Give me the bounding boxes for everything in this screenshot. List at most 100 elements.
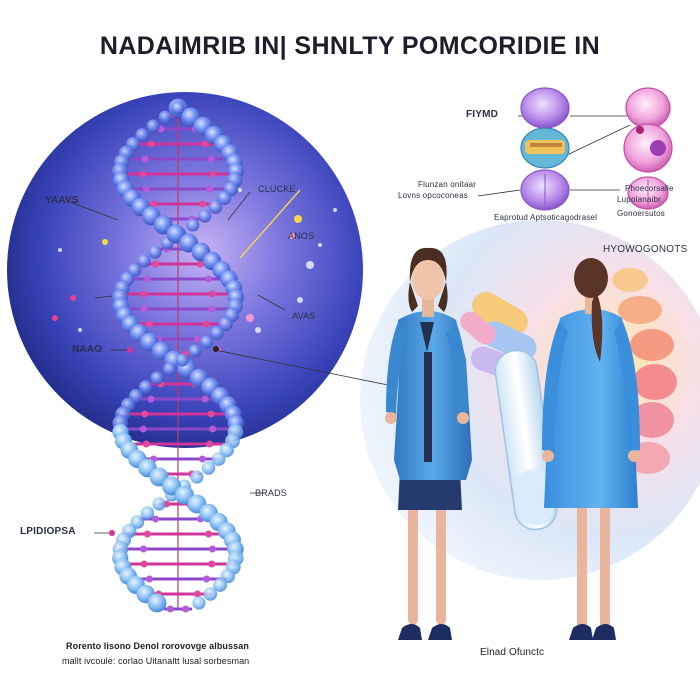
helix-base	[209, 425, 217, 433]
helix-backbone-bead	[146, 119, 160, 133]
leader-lines	[69, 115, 631, 534]
helix-base	[207, 410, 215, 418]
helix-base	[139, 425, 147, 433]
helix-base	[193, 590, 201, 598]
helix-backbone-bead	[135, 128, 150, 142]
helix-backbone-bead	[148, 245, 162, 259]
helix-base	[206, 185, 214, 193]
helix-base	[142, 185, 150, 193]
helix-base	[147, 140, 155, 148]
helix-base	[166, 605, 174, 613]
cell-sub-left-1: Flunzan onitaar	[418, 180, 477, 189]
helix-base	[140, 305, 148, 313]
helix-base	[201, 395, 209, 403]
helix-backbone-bead	[152, 497, 166, 511]
dna-label-bottom-right-minor: BRADS	[255, 488, 288, 498]
helix-base	[139, 290, 147, 298]
helix-base	[150, 200, 158, 208]
helix-base	[143, 530, 151, 538]
helix-backbone-bead	[147, 593, 167, 613]
left-background-sphere	[7, 92, 363, 448]
helix-backbone-bead	[211, 452, 226, 466]
helix-base	[207, 155, 215, 163]
helix-base	[140, 560, 148, 568]
helix-backbone-bead	[138, 380, 153, 394]
helix-base	[201, 140, 209, 148]
helix-backbone-bead	[219, 442, 234, 458]
helix-base	[203, 320, 211, 328]
helix-backbone-bead	[192, 596, 206, 610]
helix-backbone-bead	[175, 353, 189, 367]
woman-front	[385, 247, 472, 640]
helix-base	[209, 290, 217, 298]
helix-backbone-bead	[208, 200, 223, 214]
helix-backbone-bead	[158, 110, 172, 124]
helix-backbone-bead	[186, 218, 200, 232]
dna-helix	[112, 98, 245, 613]
helix-base	[143, 275, 151, 283]
dna-label-lower-right: AVAS	[292, 311, 316, 321]
cell-sub-right-1: Phoecorsalle	[625, 184, 674, 193]
cell-sub-left-2: Lovns opcoconeas	[398, 191, 468, 200]
helix-base	[147, 395, 155, 403]
helix-base	[205, 275, 213, 283]
helix-base	[206, 440, 214, 448]
helix-backbone-bead	[130, 515, 145, 529]
cell-sub-right-3: Gonoersutos	[617, 209, 666, 218]
dna-label-top-left: YAAVS	[45, 195, 79, 206]
helix-base	[208, 560, 216, 568]
helix-base	[198, 200, 206, 208]
helix-base	[209, 545, 217, 553]
helix-backbone-bead	[162, 362, 176, 376]
cell-diagram-right	[623, 87, 673, 210]
cell-bottom-caption: Eaprotud Aptsoticagodrasel	[494, 213, 598, 222]
helix-base	[196, 260, 204, 268]
helix-base	[198, 455, 206, 463]
caption-bottom-left-1: Rorento lisono Denol rorovovge albussan	[66, 641, 249, 651]
dna-label-small-right: ANOS	[288, 231, 315, 241]
helix-backbone-bead	[213, 578, 228, 592]
helix-base	[152, 260, 160, 268]
helix-base	[141, 410, 149, 418]
helix-base	[152, 515, 160, 523]
cell-sub-right-2: Lupolanaibr	[617, 195, 662, 204]
cell-diagram-left	[520, 87, 570, 211]
helix-base	[141, 155, 149, 163]
helix-base	[209, 170, 217, 178]
helix-backbone-bead	[150, 371, 164, 385]
caption-bottom-right: Elnad Ofunctc	[480, 647, 545, 658]
dna-label-mid-left: NAAO	[72, 344, 103, 355]
helix-backbone-bead	[140, 506, 155, 520]
helix-backbone-bead	[198, 209, 212, 223]
helix-backbone-bead	[190, 470, 204, 484]
helix-backbone-bead	[203, 587, 218, 601]
side-heading: HYOWOGONOTS	[603, 244, 688, 255]
helix-backbone-bead	[218, 316, 233, 332]
helix-base	[139, 545, 147, 553]
woman-back	[542, 258, 640, 640]
sparkles	[58, 188, 337, 333]
helix-backbone-bead	[171, 101, 185, 115]
dna-label-top-right: CLUCKE	[258, 184, 296, 194]
tissue-folds	[612, 268, 677, 474]
helix-base	[205, 530, 213, 538]
helix-base	[208, 305, 216, 313]
helix-base	[145, 575, 153, 583]
helix-backbone-bead	[199, 335, 214, 349]
helix-base	[139, 170, 147, 178]
helix-backbone-bead	[188, 344, 202, 358]
helix-base	[145, 320, 153, 328]
helix-base	[203, 575, 211, 583]
dna-label-bottom-left: LPIDIOPSA	[20, 526, 76, 537]
helix-base	[142, 440, 150, 448]
cell-title-left: FIYMD	[466, 109, 499, 120]
helix-backbone-bead	[210, 326, 224, 340]
page-title: NADAIMRIB IN| SHNLTY POMCORIDIE IN	[99, 32, 601, 60]
helix-backbone-bead	[217, 190, 232, 206]
helix-backbone-bead	[137, 254, 151, 268]
helix-backbone-bead	[201, 461, 216, 475]
helix-base	[182, 605, 190, 613]
helix-base	[193, 335, 201, 343]
caption-bottom-left-2: mallt ivcoule: corlao Uitanaltt lusal so…	[62, 656, 250, 666]
